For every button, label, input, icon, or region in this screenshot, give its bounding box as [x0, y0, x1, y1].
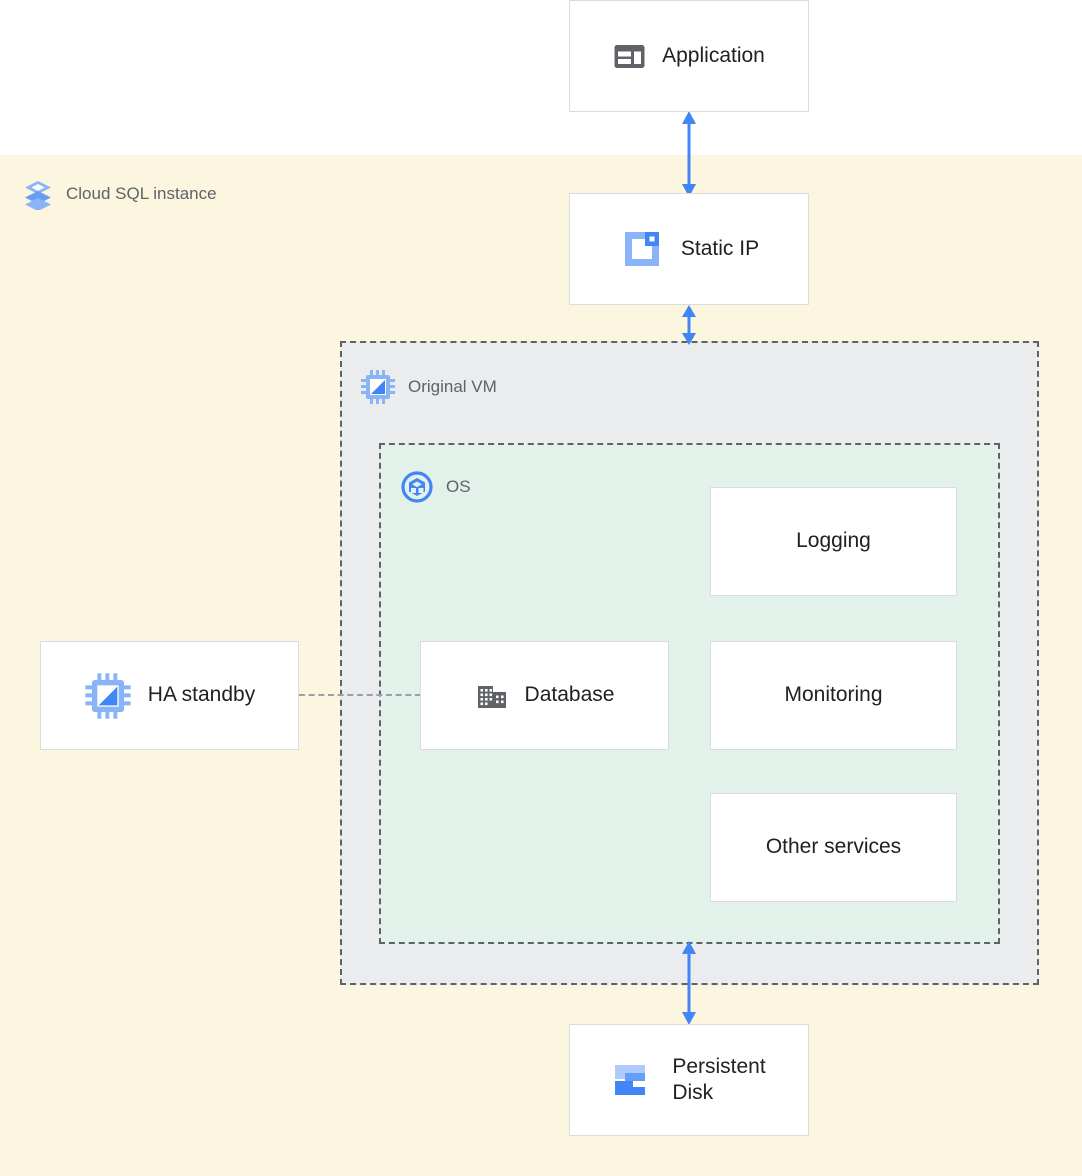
cpu-chip-icon [360, 369, 396, 405]
node-monitoring[interactable]: Monitoring [710, 641, 957, 750]
persistent-disk-icon [612, 1059, 654, 1101]
node-application[interactable]: Application [569, 0, 809, 112]
connector-ha-standby-to-database [299, 694, 421, 696]
node-label: Static IP [680, 236, 760, 260]
node-persistent-disk[interactable]: Persistent Disk [569, 1024, 809, 1136]
zone-label-text: Cloud SQL instance [66, 184, 217, 203]
node-ha-standby[interactable]: HA standby [40, 641, 299, 750]
node-label: Application [662, 43, 765, 67]
database-building-icon [475, 679, 509, 713]
node-label: Database [524, 683, 615, 707]
zone-label-cloud-sql-instance: Cloud SQL instance [22, 178, 217, 211]
connector-application-to-static-ip [682, 111, 696, 197]
node-logging[interactable]: Logging [710, 487, 957, 596]
node-label: Monitoring [784, 683, 883, 707]
node-label: Persistent Disk [672, 1054, 766, 1104]
node-static-ip[interactable]: Static IP [569, 193, 809, 305]
node-other-services[interactable]: Other services [710, 793, 957, 902]
connector-static-ip-to-original-vm [682, 305, 696, 345]
node-label: Logging [796, 529, 871, 553]
application-window-icon [613, 40, 646, 73]
zone-label-text: OS [446, 477, 471, 496]
zone-label-text: Original VM [408, 377, 497, 396]
os-cube-icon [400, 470, 434, 504]
cpu-chip-icon [84, 672, 132, 720]
static-ip-icon [619, 226, 665, 272]
zone-label-os: OS [400, 470, 471, 504]
connector-os-to-persistent-disk [682, 941, 696, 1025]
node-label: HA standby [147, 683, 256, 707]
node-label: Other services [765, 835, 902, 859]
cloud-sql-icon [22, 178, 54, 211]
node-database[interactable]: Database [420, 641, 669, 750]
zone-label-original-vm: Original VM [360, 369, 497, 405]
